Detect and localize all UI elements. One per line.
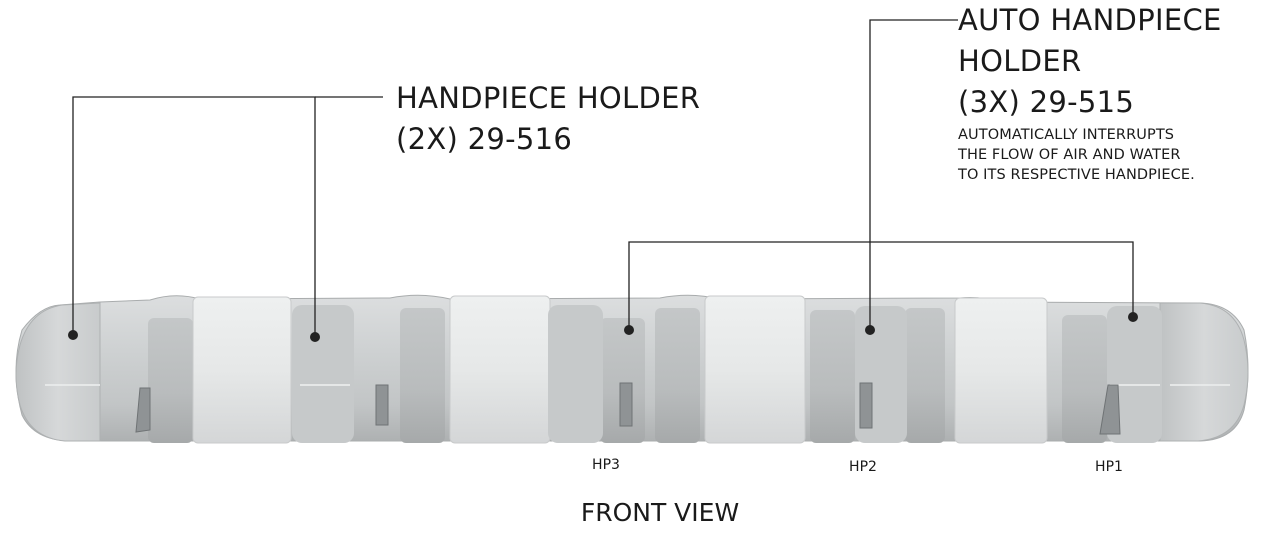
handpiece-holder-title: HANDPIECE HOLDER — [396, 81, 701, 115]
holder-housing — [292, 305, 354, 443]
left-end-cap — [15, 302, 101, 442]
collar — [810, 310, 855, 443]
slot-notch — [619, 382, 633, 427]
callout-dot — [624, 325, 634, 335]
callout-dot — [1128, 312, 1138, 322]
right-end-cap — [1159, 302, 1249, 442]
handpiece-holder-leader — [72, 96, 316, 337]
holder-bar — [15, 294, 1249, 444]
collar — [905, 308, 945, 443]
collar — [148, 318, 193, 443]
sleeve — [704, 295, 806, 444]
callout-dot — [68, 330, 78, 340]
sleeve — [449, 295, 551, 444]
slot-notch — [1099, 384, 1121, 435]
collar — [600, 318, 645, 443]
holder-housing — [1107, 306, 1162, 443]
slot-notch — [135, 387, 151, 433]
auto-holder-part-number: (3X) 29-515 — [958, 85, 1135, 119]
sleeve — [192, 296, 292, 444]
auto-handpiece-holder-callout: AUTO HANDPIECE HOLDER (3X) 29-515 AUTOMA… — [958, 0, 1222, 185]
auto-holder-note-line3: TO ITS RESPECTIVE HANDPIECE. — [958, 167, 1195, 183]
slot-notch — [859, 382, 873, 429]
auto-holder-bracket — [628, 241, 1134, 330]
holder-housing — [548, 305, 603, 443]
callout-dot — [865, 325, 875, 335]
handpiece-holder-callout: HANDPIECE HOLDER (2X) 29-516 — [396, 78, 700, 160]
collar — [655, 308, 700, 443]
auto-holder-note-line1: AUTOMATICALLY INTERRUPTS — [958, 127, 1175, 143]
collar — [1062, 315, 1107, 443]
collar — [400, 308, 445, 443]
position-label-hp1: HP1 — [1095, 459, 1123, 475]
handpiece-holder-part-number: (2X) 29-516 — [396, 122, 573, 156]
leader-lines — [72, 19, 1134, 337]
callout-dot — [310, 332, 320, 342]
auto-holder-title-line1: AUTO HANDPIECE — [958, 3, 1222, 37]
position-label-hp2: HP2 — [849, 459, 877, 475]
auto-holder-title-line2: HOLDER — [958, 44, 1082, 78]
auto-holder-note-line2: THE FLOW OF AIR AND WATER — [958, 147, 1181, 163]
sleeve — [954, 297, 1048, 444]
view-title: FRONT VIEW — [580, 498, 740, 527]
position-label-hp3: HP3 — [592, 457, 620, 473]
auto-holder-leader — [869, 19, 958, 330]
slot-notch — [375, 384, 389, 426]
